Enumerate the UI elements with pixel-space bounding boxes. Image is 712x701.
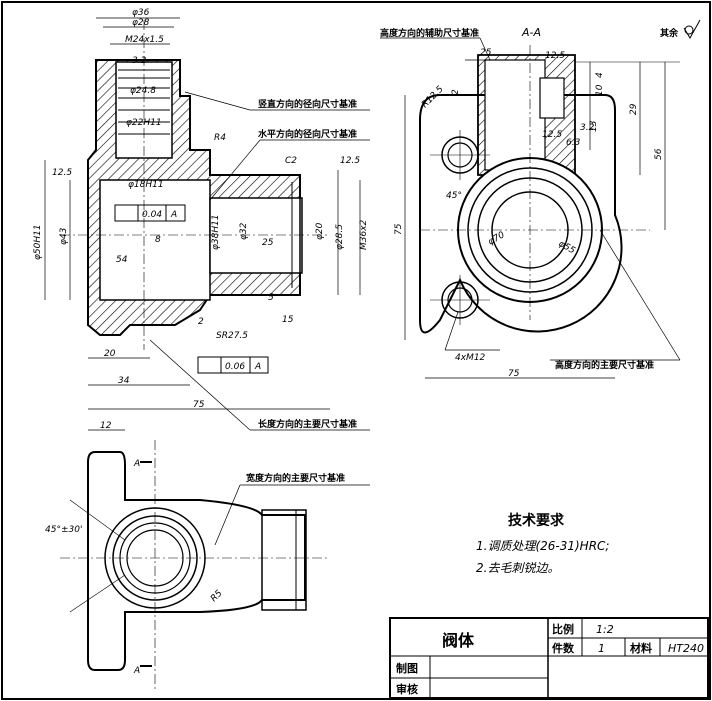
tolerance-value: 0.04 xyxy=(142,210,162,220)
note-width-main: 宽度方向的主要尺寸基准 xyxy=(245,472,345,484)
dim-label: M24x1.5 xyxy=(125,35,164,45)
dim-label: 25 xyxy=(480,48,492,58)
count-value: 1 xyxy=(598,642,605,655)
dim-label: 12.5 xyxy=(542,130,562,140)
dim-label: φ24.8 xyxy=(130,86,156,96)
dim-label: φ43 xyxy=(59,227,69,245)
dim-label: 4xM12 xyxy=(455,353,486,363)
tech-title: 技术要求 xyxy=(508,512,565,529)
datum-letter: A xyxy=(170,210,177,220)
dim-label: 3.2 xyxy=(132,56,147,66)
scale-value: 1:2 xyxy=(596,623,614,636)
main-view xyxy=(44,17,370,431)
dim-label: φ36 xyxy=(132,8,150,18)
dim-label: 4 xyxy=(595,72,605,78)
dim-label: φ20 xyxy=(315,222,325,240)
material-value: HT240 xyxy=(668,642,704,655)
dim-label: 13 xyxy=(589,120,599,132)
dim-label: 20 xyxy=(104,349,116,359)
tech-requirements: 技术要求 1.调质处理(26-31)HRC; 2.去毛刺锐边。 xyxy=(476,512,609,575)
dim-label: 12.5 xyxy=(340,156,360,166)
dim-label: R12.5 xyxy=(420,84,446,110)
dim-label: 6.3 xyxy=(566,138,581,148)
section-title: A-A xyxy=(521,26,541,39)
dim-label: φ38H11 xyxy=(211,214,221,250)
datum-letter: A xyxy=(254,362,261,372)
title-block-text: 阀体 比例 1:2 件数 1 材料 HT240 制图 审核 xyxy=(396,622,704,696)
check-label: 审核 xyxy=(396,682,418,696)
count-label: 件数 xyxy=(552,641,575,655)
draw-label: 制图 xyxy=(396,661,418,675)
dim-label: R4 xyxy=(214,133,226,143)
note-length-main: 长度方向的主要尺寸基准 xyxy=(258,418,357,430)
note-height-main: 高度方向的主要尺寸基准 xyxy=(555,359,654,371)
material-label: 材料 xyxy=(630,641,652,655)
roughness-symbol xyxy=(683,19,701,39)
dim-label: φ18H11 xyxy=(128,180,164,190)
dim-label: 15 xyxy=(282,315,294,325)
top-view xyxy=(60,429,370,690)
dim-label: 12 xyxy=(100,421,112,431)
dim-label: φ28 xyxy=(132,18,150,28)
note-height-aux: 高度方向的辅助尺寸基准 xyxy=(380,27,479,39)
scale-label: 比例 xyxy=(552,622,574,636)
dim-label: 25 xyxy=(262,238,274,248)
part-name: 阀体 xyxy=(442,631,475,650)
dim-label: φ50H11 xyxy=(33,224,43,260)
dim-label: 2 xyxy=(451,89,461,95)
dim-label: 54 xyxy=(116,255,128,265)
dim-label: φ22H11 xyxy=(126,118,162,128)
dim-label: C2 xyxy=(285,156,297,166)
section-view-labels: 高度方向的辅助尺寸基准 A-A 25 12.5 2 4 10 13 29 56 … xyxy=(380,26,679,379)
roughness-other: 其余 xyxy=(660,27,679,39)
dim-label: 5 xyxy=(268,293,274,303)
dim-label: 12.5 xyxy=(545,51,565,61)
note-vertical-radial: 竖直方向的径向尺寸基准 xyxy=(258,98,357,110)
dim-label: SR27.5 xyxy=(216,331,248,341)
dim-label: 12.5 xyxy=(52,168,72,178)
dim-label: R5 xyxy=(209,588,225,604)
section-view xyxy=(380,37,681,379)
tolerance-value: 0.06 xyxy=(225,362,245,372)
dim-label: 34 xyxy=(118,376,130,386)
tech-item-2: 2.去毛刺锐边。 xyxy=(476,561,559,575)
dim-label: 75 xyxy=(394,223,404,235)
title-block xyxy=(389,617,709,699)
dim-label: 8 xyxy=(155,235,161,245)
dim-label: 45°±30' xyxy=(45,525,82,535)
dim-label: 2 xyxy=(198,317,204,327)
top-view-labels: 12 45°±30' R5 A A 宽度方向的主要尺寸基准 xyxy=(45,421,345,676)
dim-label: 29 xyxy=(629,103,639,115)
dim-label: M36x2 xyxy=(359,219,369,250)
dim-label: φ28.5 xyxy=(335,224,345,250)
dim-label: 75 xyxy=(193,400,205,410)
dim-label: 3.2 xyxy=(580,123,595,133)
dim-label: 56 xyxy=(654,148,664,160)
section-marker: A xyxy=(133,666,140,676)
dim-label: 10 xyxy=(595,84,605,96)
dim-label: 75 xyxy=(508,369,520,379)
dim-label: 45° xyxy=(446,191,462,201)
dim-label: φ32 xyxy=(239,222,249,240)
main-view-labels: φ36 φ28 M24x1.5 φ24.8 φ22H11 φ18H11 φ50H… xyxy=(33,8,369,430)
tech-item-1: 1.调质处理(26-31)HRC; xyxy=(476,539,609,553)
note-horizontal-radial: 水平方向的径向尺寸基准 xyxy=(258,128,357,140)
section-marker: A xyxy=(133,459,140,469)
